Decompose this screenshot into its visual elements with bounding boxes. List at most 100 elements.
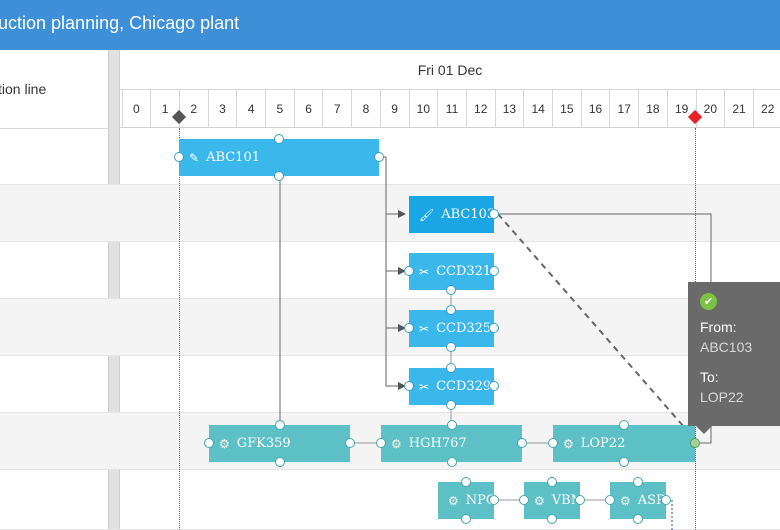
task-label: CCD329	[436, 379, 492, 394]
hour-tick-label: 7	[322, 90, 351, 128]
hour-tick-label: 6	[293, 90, 323, 128]
hour-tick-label: 8	[351, 90, 380, 128]
task-link-handle[interactable]	[661, 495, 671, 505]
hour-tick-label: 19	[666, 90, 696, 128]
start-marker-line	[179, 128, 180, 530]
app-header: uction planning, Chicago plant	[0, 0, 780, 50]
hour-tick-label: 15	[552, 90, 581, 128]
gear-icon: ⚙	[620, 493, 631, 508]
task-link-handle[interactable]	[517, 438, 527, 448]
task-link-handle[interactable]	[489, 381, 499, 391]
task-npo[interactable]: ⚙ NPO	[438, 477, 499, 524]
task-abc103[interactable]: 🖌 ABC103	[409, 196, 499, 233]
scissors-icon: ✂	[419, 379, 430, 394]
task-abc101[interactable]: ✎ ABC101	[174, 134, 384, 181]
hour-tick-label: 3	[207, 90, 237, 128]
gear-icon: ⚙	[219, 436, 230, 451]
task-link-handle[interactable]	[519, 495, 529, 505]
gear-icon: ⚙	[534, 493, 545, 508]
check-icon: ✔	[700, 293, 717, 310]
task-link-handle[interactable]	[174, 152, 184, 162]
hour-tick-label: 4	[236, 90, 265, 128]
hour-tick-label: 14	[523, 90, 552, 128]
task-vbm[interactable]: ⚙ VBM	[519, 477, 585, 524]
task-link-handle[interactable]	[404, 381, 414, 391]
tooltip-from-value: ABC103	[700, 339, 753, 355]
task-link-handle[interactable]	[547, 477, 557, 487]
pane-splitter[interactable]	[108, 50, 120, 530]
gear-icon: ⚙	[563, 436, 574, 451]
hour-tick-label: 11	[437, 90, 466, 128]
resource-row	[0, 242, 780, 299]
task-link-handle[interactable]	[446, 305, 456, 315]
task-label: LOP22	[580, 436, 626, 451]
hour-tick-label: 16	[580, 90, 610, 128]
task-link-handle[interactable]	[446, 400, 456, 410]
task-link-handle[interactable]	[447, 457, 457, 467]
task-link-handle[interactable]	[345, 438, 355, 448]
hour-tick-label: 2	[178, 90, 208, 128]
tooltip-to-value: LOP22	[700, 389, 744, 405]
task-link-handle[interactable]	[447, 420, 457, 430]
task-label: GFK359	[236, 436, 291, 451]
task-link-handle[interactable]	[633, 514, 643, 524]
task-label: HGH767	[408, 436, 467, 451]
resource-column-header[interactable]: tion line	[0, 50, 108, 129]
task-link-handle[interactable]	[404, 323, 414, 333]
task-label: CCD325	[436, 321, 492, 336]
task-link-handle[interactable]	[461, 514, 471, 524]
scissors-icon: ✂	[419, 264, 430, 279]
task-link-handle[interactable]	[376, 438, 386, 448]
brush-icon: 🖌	[419, 207, 435, 222]
task-link-handle[interactable]	[275, 457, 285, 467]
hour-tick-label: 9	[379, 90, 409, 128]
task-ccd321[interactable]: ✂ CCD321	[404, 253, 499, 295]
link-tooltip: ✔ From: ABC103 To: LOP22	[688, 282, 780, 434]
task-link-handle[interactable]	[548, 438, 558, 448]
task-link-handle[interactable]	[446, 363, 456, 373]
task-link-handle[interactable]	[274, 134, 284, 144]
task-link-handle[interactable]	[489, 495, 499, 505]
page-title: uction planning, Chicago plant	[0, 13, 240, 33]
task-gfk359[interactable]: ⚙ GFK359	[204, 420, 355, 467]
resource-row	[0, 185, 780, 242]
task-lop22[interactable]: ⚙ LOP22	[548, 420, 700, 467]
task-link-handle[interactable]	[404, 266, 414, 276]
task-link-handle-target[interactable]	[690, 438, 700, 448]
task-link-handle[interactable]	[633, 477, 643, 487]
task-link-handle[interactable]	[274, 171, 284, 181]
task-label: NPO	[465, 493, 497, 508]
task-asr[interactable]: ⚙ ASR	[605, 477, 671, 524]
task-ccd329[interactable]: ✂ CCD329	[404, 363, 499, 410]
task-label: ABC101	[206, 150, 261, 165]
scissors-icon: ✂	[419, 321, 430, 336]
task-link-handle[interactable]	[374, 152, 384, 162]
column-header-label: tion line	[0, 81, 47, 97]
task-link-handle[interactable]	[275, 420, 285, 430]
gear-icon: ⚙	[448, 493, 459, 508]
hour-tick-label: 18	[638, 90, 667, 128]
task-link-handle[interactable]	[461, 477, 471, 487]
task-link-handle[interactable]	[489, 209, 499, 219]
hour-tick-label: 0	[121, 90, 151, 128]
pen-icon: ✎	[189, 150, 200, 165]
task-hgh767[interactable]: ⚙ HGH767	[376, 420, 527, 467]
task-link-handle[interactable]	[605, 495, 615, 505]
task-label: ASR	[637, 493, 666, 508]
task-link-handle[interactable]	[446, 285, 456, 295]
task-link-handle[interactable]	[489, 266, 499, 276]
task-link-handle[interactable]	[619, 420, 629, 430]
task-link-handle[interactable]	[204, 438, 214, 448]
task-link-handle[interactable]	[489, 323, 499, 333]
hour-tick-label: 13	[494, 90, 524, 128]
resource-row	[0, 299, 780, 356]
task-label: CCD321	[436, 264, 492, 279]
hour-tick-label: 10	[408, 90, 438, 128]
task-ccd325[interactable]: ✂ CCD325	[404, 305, 499, 352]
task-link-handle[interactable]	[547, 514, 557, 524]
task-link-handle[interactable]	[619, 457, 629, 467]
task-link-handle[interactable]	[446, 342, 456, 352]
task-link-handle[interactable]	[575, 495, 585, 505]
